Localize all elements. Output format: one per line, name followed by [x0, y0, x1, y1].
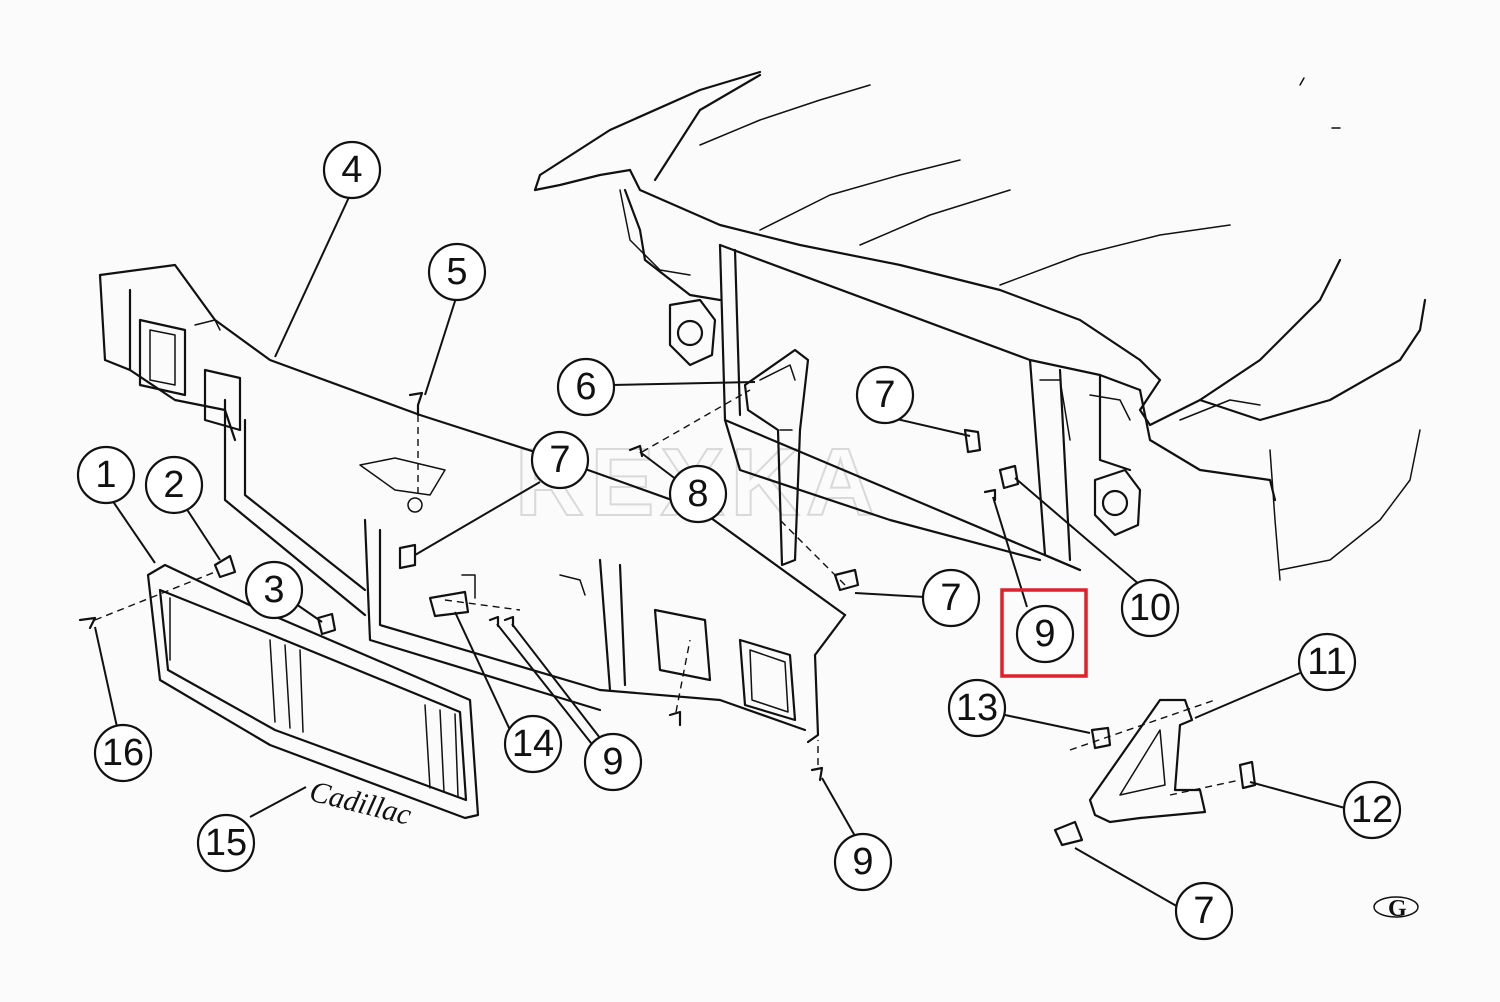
hood-latch-support — [743, 348, 810, 567]
svg-text:7: 7 — [940, 577, 961, 619]
svg-text:15: 15 — [205, 822, 247, 864]
svg-text:12: 12 — [1351, 789, 1393, 831]
callout-14: 14 — [503, 714, 563, 774]
svg-text:7: 7 — [874, 374, 895, 416]
corner-logo: G — [1373, 896, 1419, 922]
svg-text:16: 16 — [102, 732, 144, 774]
callout-7-center: 7 — [530, 430, 590, 490]
svg-text:10: 10 — [1129, 587, 1171, 629]
svg-text:7: 7 — [549, 439, 570, 481]
callout-16: 16 — [93, 723, 153, 783]
callout-9-bottom: 9 — [833, 832, 893, 892]
callout-2: 2 — [144, 455, 204, 515]
callout-3: 3 — [244, 560, 304, 620]
svg-text:9: 9 — [602, 741, 623, 783]
callout-7-mid-right: 7 — [921, 568, 981, 628]
svg-text:5: 5 — [446, 251, 467, 293]
leader-lines — [94, 194, 1346, 909]
svg-text:11: 11 — [1307, 641, 1346, 683]
svg-text:3: 3 — [263, 569, 284, 611]
highlight-box — [1000, 588, 1088, 678]
svg-text:13: 13 — [956, 687, 998, 729]
callout-15: 15 — [196, 813, 256, 873]
callout-7-lower-right: 7 — [1174, 881, 1234, 941]
svg-text:8: 8 — [687, 473, 708, 515]
callout-4: 4 — [322, 140, 382, 200]
callout-7-upper-right: 7 — [855, 365, 915, 425]
filler-bracket — [1088, 698, 1207, 824]
callout-5: 5 — [427, 242, 487, 302]
callout-13: 13 — [947, 678, 1007, 738]
vehicle-front-end — [533, 70, 1427, 581]
svg-text:2: 2 — [163, 464, 184, 506]
callout-11: 11 — [1297, 632, 1357, 692]
callout-12: 12 — [1342, 780, 1402, 840]
svg-text:6: 6 — [575, 366, 596, 408]
svg-text:9: 9 — [1034, 613, 1055, 655]
svg-text:G: G — [1388, 896, 1407, 922]
callout-9-highlighted: 9 — [1015, 604, 1075, 664]
svg-text:9: 9 — [852, 841, 873, 883]
callout-1: 1 — [76, 445, 136, 505]
callout-6: 6 — [556, 357, 616, 417]
svg-text:7: 7 — [1193, 890, 1214, 932]
callout-9-lower-center: 9 — [583, 732, 643, 792]
svg-text:14: 14 — [512, 723, 554, 765]
cadillac-emblem-script: Cadillac — [306, 775, 414, 832]
svg-text:1: 1 — [95, 454, 116, 496]
svg-text:4: 4 — [341, 149, 362, 191]
callout-8: 8 — [668, 464, 728, 524]
callout-10: 10 — [1120, 578, 1180, 638]
